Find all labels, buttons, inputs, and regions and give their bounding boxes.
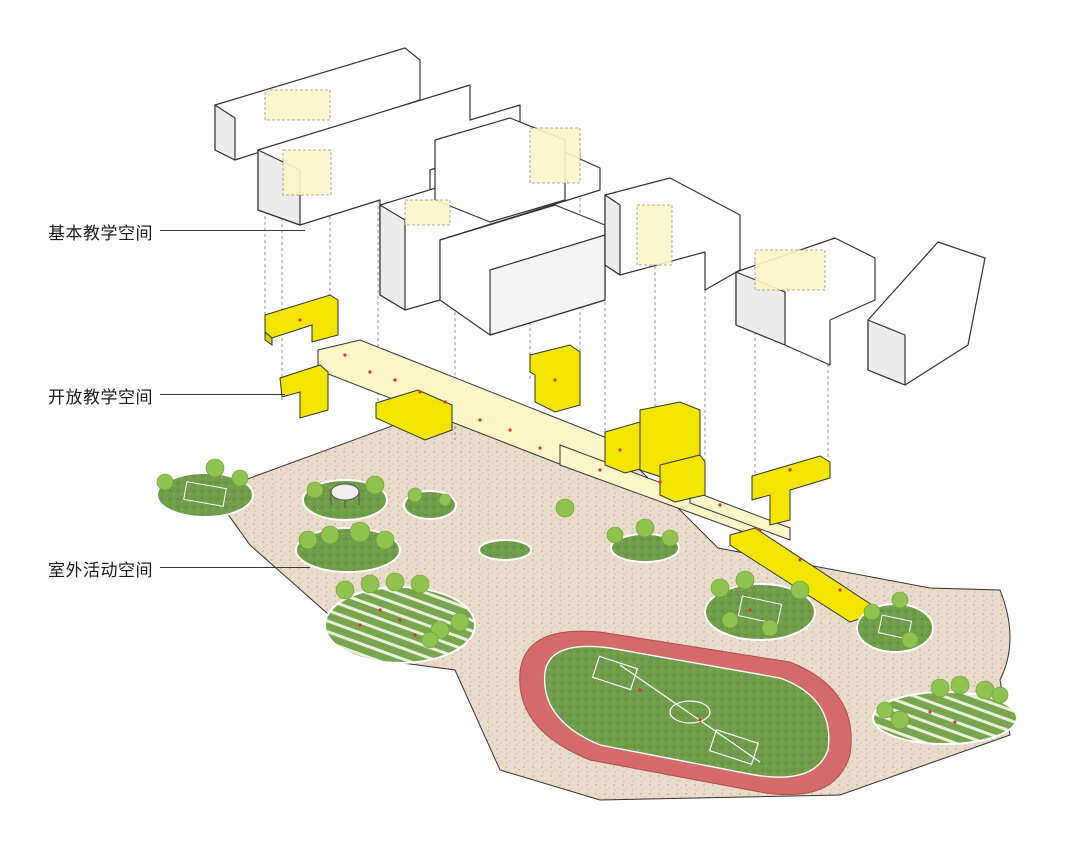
pavilion-icon bbox=[330, 483, 360, 508]
leader-line-outdoor bbox=[160, 567, 310, 568]
label-open-teaching-space: 开放教学空间 bbox=[48, 388, 153, 408]
people-dots bbox=[298, 318, 842, 592]
football-field-icon bbox=[591, 655, 761, 766]
leader-line-basic bbox=[160, 230, 305, 231]
leader-line-open bbox=[160, 394, 285, 395]
basketball-court-icon bbox=[183, 481, 913, 640]
open-teaching-spaces bbox=[264, 294, 873, 623]
open-space-ghost-volumes bbox=[264, 89, 826, 291]
label-basic-teaching-space: 基本教学空间 bbox=[48, 224, 153, 244]
label-outdoor-activity-space: 室外活动空间 bbox=[48, 561, 153, 581]
outdoor-people-dots bbox=[358, 608, 957, 724]
tree-icon bbox=[156, 458, 1009, 730]
